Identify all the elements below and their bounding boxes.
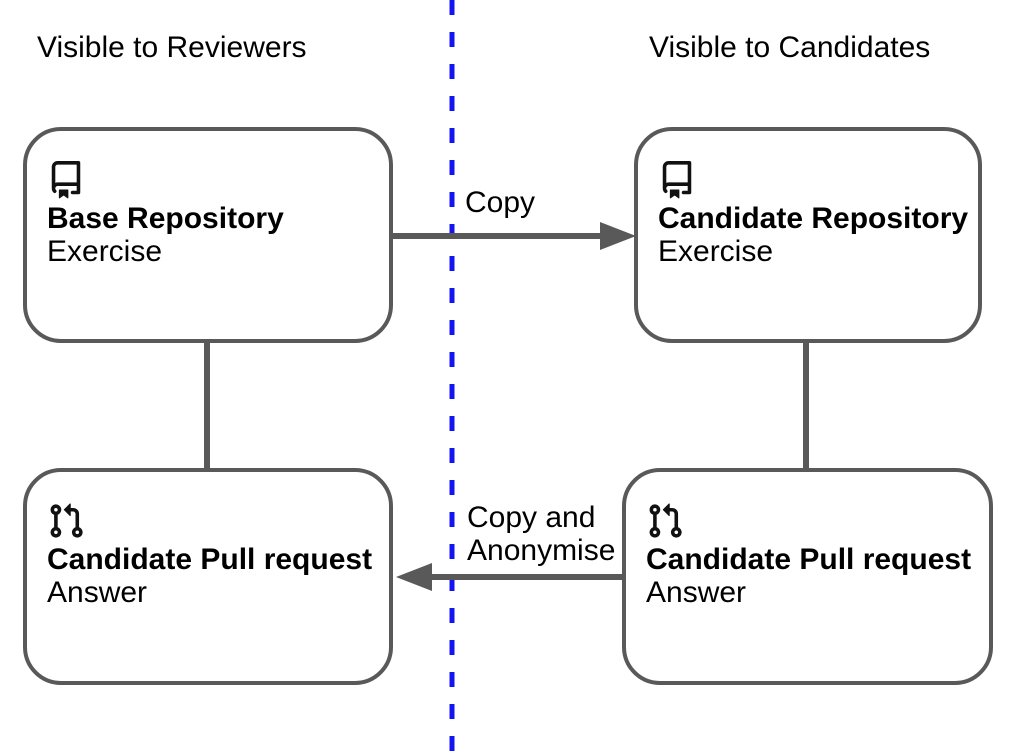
repo-icon [47, 161, 85, 199]
node-title: Candidate Pull request [646, 543, 972, 576]
node-candidate-pull-request-candidate: Candidate Pull request Answer [622, 468, 993, 685]
node-title: Base Repository [47, 202, 284, 235]
node-candidate-pull-request-reviewer: Candidate Pull request Answer [23, 468, 393, 685]
copy-anonymise-label-line2: Anonymise [467, 534, 616, 567]
pull-request-icon [646, 502, 684, 540]
copy-anonymise-arrowhead [396, 563, 432, 591]
copy-arrow [393, 222, 636, 250]
copy-arrowhead [600, 222, 636, 250]
pull-request-icon [47, 502, 85, 540]
node-subtitle: Exercise [658, 235, 774, 268]
repo-icon [658, 161, 696, 199]
node-candidate-repository: Candidate Repository Exercise [634, 127, 982, 343]
copy-anonymise-label-line1: Copy and [467, 501, 596, 534]
node-title: Candidate Pull request [47, 543, 373, 576]
copy-anonymise-arrow-label: Copy and Anonymise [467, 501, 615, 567]
node-subtitle: Answer [646, 576, 747, 609]
node-subtitle: Answer [47, 576, 148, 609]
copy-arrow-label: Copy [465, 186, 536, 219]
candidates-section-label: Visible to Candidates [649, 31, 931, 64]
node-subtitle: Exercise [47, 235, 163, 268]
reviewers-section-label: Visible to Reviewers [37, 31, 307, 64]
copy-anonymise-arrow [396, 563, 622, 591]
node-title: Candidate Repository [658, 202, 969, 235]
node-base-repository: Base Repository Exercise [23, 127, 393, 343]
